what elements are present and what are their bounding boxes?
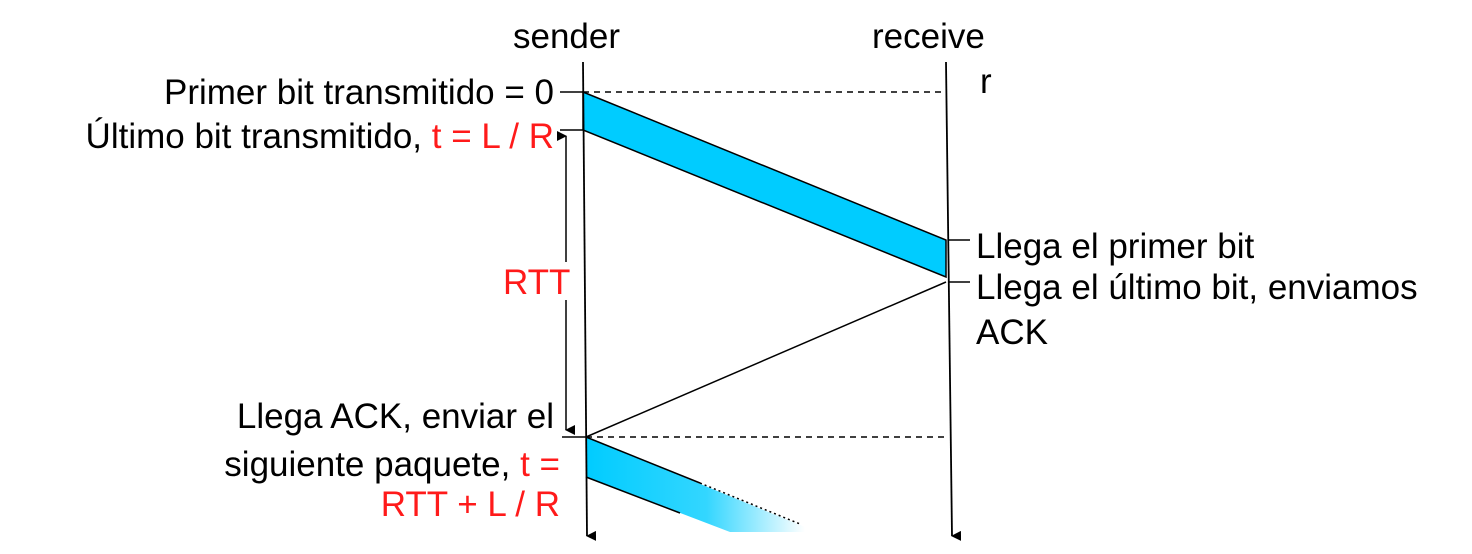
last-bit-time: t = L / R bbox=[431, 117, 554, 156]
ack-arrival-label-text: siguiente paquete, bbox=[224, 445, 511, 484]
receiver-header: receive bbox=[872, 17, 985, 56]
ack-arrival-label-line2: siguiente paquete, t = bbox=[224, 445, 560, 485]
next-packet-top-edge-dotted bbox=[699, 482, 801, 525]
receiver-last-bit-label: Llega el último bit, enviamos bbox=[976, 268, 1418, 307]
receiver-first-bit-label: Llega el primer bit bbox=[976, 227, 1255, 266]
ack-arrival-time-start: t = bbox=[520, 445, 560, 484]
next-packet-band bbox=[586, 437, 805, 532]
ack-return-line bbox=[585, 281, 947, 438]
sender-timeline bbox=[582, 61, 597, 541]
rtt-label: RTT bbox=[503, 263, 571, 302]
receiver-ack-label: ACK bbox=[976, 313, 1048, 352]
first-bit-label: Primer bit transmitido = 0 bbox=[164, 73, 554, 112]
next-packet-top-edge bbox=[585, 436, 701, 484]
sender-header: sender bbox=[513, 17, 621, 56]
receiver-timeline bbox=[945, 61, 962, 541]
ack-arrival-label-line1: Llega ACK, enviar el bbox=[236, 397, 554, 436]
last-bit-label: Último bit transmitido, t = L / R bbox=[86, 117, 554, 157]
first-packet-band bbox=[582, 90, 947, 279]
next-packet-bottom-edge bbox=[585, 476, 681, 514]
ack-arrival-time: RTT + L / R bbox=[380, 485, 560, 524]
last-bit-label-text: Último bit transmitido, bbox=[85, 117, 423, 156]
receiver-header-wrap: r bbox=[980, 62, 992, 101]
